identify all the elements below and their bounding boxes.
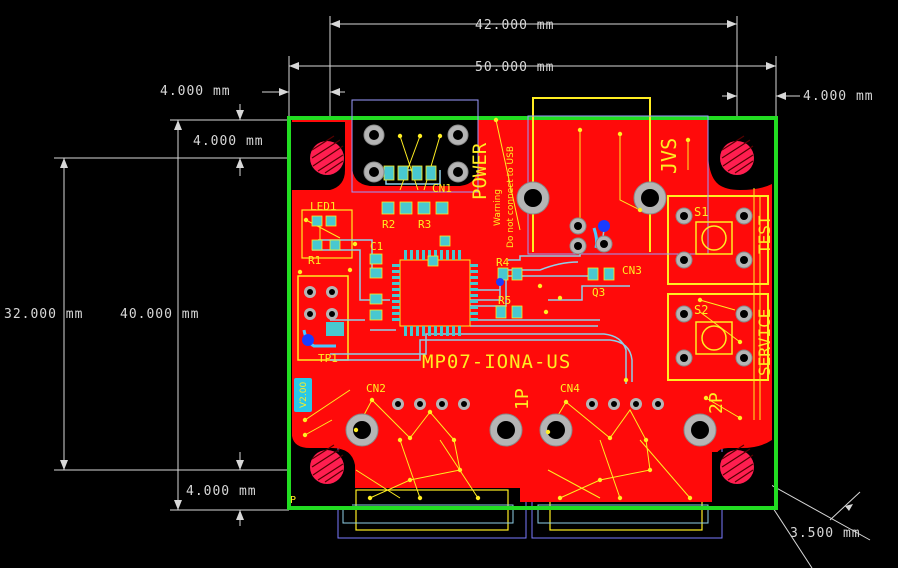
label-cn2: CN2 bbox=[366, 382, 386, 395]
silkscreen-outlines bbox=[297, 97, 769, 381]
label-r2: R2 bbox=[382, 218, 395, 231]
u1-ic bbox=[392, 250, 478, 336]
label-p-mark: P bbox=[290, 495, 296, 506]
label-warning-line2: Do not connect to USB bbox=[506, 146, 516, 248]
dim-left-top-offset-label: 4.000 mm bbox=[193, 134, 264, 149]
label-r1: R1 bbox=[308, 254, 321, 267]
label-service: SERVICE bbox=[755, 309, 774, 376]
dim-42mm-label: 42.000 mm bbox=[475, 18, 554, 33]
vias bbox=[297, 117, 743, 501]
dimension-lines bbox=[54, 16, 871, 568]
label-cn3: CN3 bbox=[622, 264, 642, 277]
label-r4: R4 bbox=[496, 256, 510, 269]
dim-left-margin-label: 4.000 mm bbox=[160, 84, 231, 99]
label-version: V2.00 bbox=[299, 382, 309, 408]
label-1p: 1P bbox=[512, 388, 533, 410]
dim-40mm-label: 40.000 mm bbox=[120, 307, 199, 322]
mounting-hole-icon bbox=[310, 135, 344, 175]
label-r5: R5 bbox=[498, 294, 511, 307]
mounting-hole-icon bbox=[720, 135, 754, 175]
dim-left-bottom-offset-label: 4.000 mm bbox=[186, 484, 257, 499]
mounting-holes bbox=[310, 135, 754, 484]
label-q3: Q3 bbox=[592, 286, 605, 299]
dim-32mm-label: 32.000 mm bbox=[4, 307, 83, 322]
label-test: TEST bbox=[755, 215, 774, 254]
through-hole-pads bbox=[302, 124, 753, 447]
label-cn1: CN1 bbox=[432, 182, 452, 195]
dim-hole-radius-label: 3.500 mm bbox=[790, 526, 861, 541]
label-tp1: TP1 bbox=[318, 352, 338, 365]
dim-right-margin-label: 4.000 mm bbox=[803, 89, 874, 104]
smd-pads bbox=[311, 165, 615, 321]
label-warning-line1: Warning bbox=[493, 189, 503, 226]
mounting-hole-icon bbox=[720, 444, 754, 484]
label-board-name: MP07-IONA-US bbox=[422, 351, 571, 373]
label-jvs: JVS bbox=[657, 138, 681, 174]
mounting-hole-icon bbox=[310, 444, 344, 484]
label-2p: 2P bbox=[706, 392, 727, 414]
label-cn4: CN4 bbox=[560, 382, 580, 395]
label-power: POWER bbox=[469, 142, 491, 200]
dim-50mm-label: 50.000 mm bbox=[475, 60, 554, 75]
label-r3: R3 bbox=[418, 218, 431, 231]
label-c1: C1 bbox=[370, 240, 383, 253]
label-s1: S1 bbox=[694, 205, 708, 219]
label-s2: S2 bbox=[694, 303, 708, 317]
version-badge: V2.00 bbox=[294, 378, 312, 412]
switch-caps bbox=[695, 221, 733, 355]
label-led1: LED1 bbox=[310, 200, 337, 213]
